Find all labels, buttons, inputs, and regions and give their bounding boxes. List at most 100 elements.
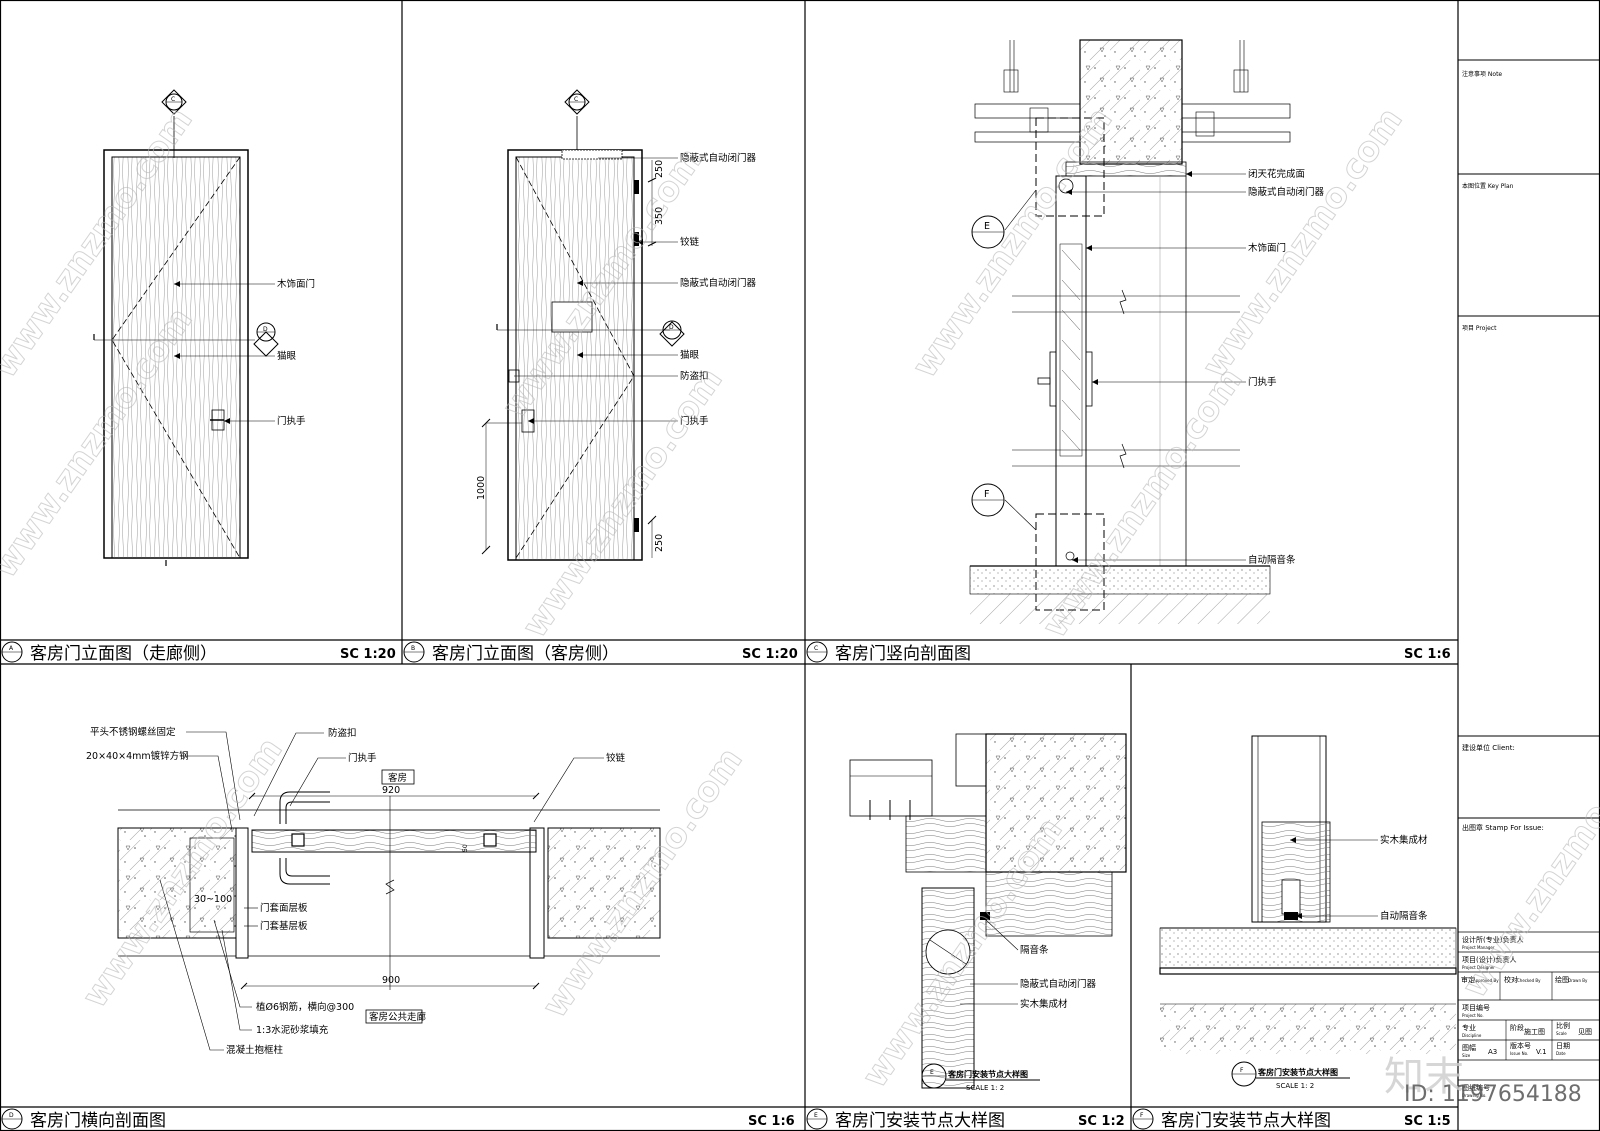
label-peephole: 猫眼 — [277, 350, 297, 362]
label-closer: 隐蔽式自动闭门器 — [1020, 978, 1097, 990]
label-door-guard: 防盗扣 — [680, 370, 709, 382]
detail-f-caption: F 客房门安装节点大样图 SCALE 1: 2 — [1231, 1061, 1350, 1090]
panel-c-vertical-section: E F 闭天花完成面 隐蔽式自动闭门器 木饰面门 门执手 自动隔音条 — [969, 39, 1325, 624]
tag-letter: F — [984, 489, 989, 500]
tag-letter: D — [669, 324, 674, 331]
dim-350: 350 — [654, 207, 665, 225]
label-steel-tube: 20×40×4mm镀锌方钢 — [86, 750, 189, 762]
panel-scale-f: SC 1:5 — [1404, 1114, 1451, 1129]
panel-scale-b: SC 1:20 — [742, 647, 798, 662]
corridor-tag: 客房公共走廊 — [365, 1009, 427, 1024]
panel-b-titlebar: B 客房门立面图（客房侧） SC 1:20 — [403, 641, 798, 664]
section-tag-c-b[interactable]: C — [564, 89, 590, 115]
tb-scale: 比例 — [1556, 1021, 1570, 1030]
tb-pm: 设计所(专业)负责人 — [1462, 935, 1523, 944]
label-frame-face: 门套面层板 — [260, 902, 308, 914]
tag-letter: C — [574, 96, 578, 103]
tb-date: 日期 — [1556, 1042, 1570, 1050]
panel-title-a: 客房门立面图（走廊侧） — [30, 644, 217, 664]
label-hinge: 铰链 — [606, 752, 626, 764]
panel-a-elevation: C D 木饰面门 猫眼 门执手 — [93, 89, 315, 566]
label-hinge: 铰链 — [680, 236, 700, 248]
label-closer-top: 隐蔽式自动闭门器 — [680, 152, 757, 164]
panel-letter: E — [814, 1112, 818, 1119]
panel-a-titlebar: A 客房门立面图（走廊侧） SC 1:20 — [1, 641, 396, 664]
tb-scale-val: 见图 — [1578, 1028, 1592, 1036]
dim-920: 920 — [382, 785, 400, 796]
tag-letter: C — [171, 96, 175, 103]
panel-letter: A — [9, 645, 14, 652]
svg-text:F: F — [1240, 1067, 1244, 1074]
tb-issue: 版本号 — [1510, 1041, 1531, 1050]
dim-250-top: 250 — [654, 160, 665, 178]
section-tag-c-a[interactable]: C — [161, 89, 187, 115]
tag-letter: E — [984, 221, 990, 232]
tb-size: 图幅 — [1462, 1043, 1476, 1052]
panel-e-titlebar: E 客房门安装节点大样图 SC 1:2 — [806, 1108, 1125, 1131]
label-solid-wood: 实木集成材 — [1380, 834, 1428, 846]
dim-900: 900 — [382, 975, 400, 986]
tb-size-val: A3 — [1488, 1048, 1497, 1056]
tb-date-en: Date — [1556, 1051, 1566, 1056]
tb-project: 项目 Project — [1462, 325, 1497, 332]
label-peephole: 猫眼 — [680, 349, 700, 361]
panel-title-b: 客房门立面图（客房侧） — [432, 644, 619, 664]
svg-text:SCALE 1: 2: SCALE 1: 2 — [1276, 1082, 1314, 1090]
label-handle: 门执手 — [680, 415, 709, 427]
panel-title-d: 客房门横向剖面图 — [30, 1111, 166, 1131]
tb-discipline-en: Discipline — [1462, 1033, 1482, 1038]
dim-50: 50 — [462, 844, 469, 852]
tb-note: 注意事项 Note — [1462, 70, 1502, 78]
label-seal: 自动隔音条 — [1380, 910, 1428, 922]
panel-title-e: 客房门安装节点大样图 — [835, 1111, 1005, 1131]
tb-checked-en: Checked By — [1517, 978, 1541, 983]
panel-letter: B — [411, 645, 415, 652]
label-door-guard: 防盗扣 — [328, 727, 357, 739]
tb-approved: 审定 — [1461, 975, 1475, 984]
tb-designer-en: Project Designer — [1462, 965, 1495, 970]
detail-tag-f[interactable]: F — [971, 483, 1005, 517]
section-tag-d-a[interactable]: D — [253, 322, 279, 357]
label-solid-wood: 实木集成材 — [1020, 998, 1068, 1010]
panel-c-titlebar: C 客房门竖向剖面图 SC 1:6 — [806, 641, 1451, 664]
tb-checked: 校对 — [1504, 975, 1518, 984]
tb-project-no-en: Project No. — [1462, 1013, 1484, 1018]
tb-discipline: 专业 — [1462, 1023, 1476, 1032]
panel-scale-d: SC 1:6 — [748, 1114, 795, 1129]
tb-key-plan: 本图位置 Key Plan — [1462, 182, 1514, 190]
label-closer: 隐蔽式自动闭门器 — [1248, 186, 1325, 198]
panel-f-titlebar: F 客房门安装节点大样图 SC 1:5 — [1132, 1108, 1451, 1131]
panel-title-c: 客房门竖向剖面图 — [835, 644, 971, 664]
panel-d-horizontal-section: 920 900 50 30~100 客房 客房公共走廊 平头不锈钢螺丝固定 20… — [86, 726, 661, 1056]
section-tag-d-b[interactable]: D — [659, 320, 685, 347]
tb-drawing-no: 图纸编号 — [1462, 1083, 1490, 1092]
label-handle: 门执手 — [348, 752, 377, 764]
tb-approved-en: Approved By — [1473, 978, 1499, 983]
tb-issue-val: V.1 — [1536, 1048, 1547, 1056]
svg-text:客房公共走廊: 客房公共走廊 — [369, 1011, 427, 1023]
panel-letter: C — [814, 645, 818, 652]
tb-phase-val: 施工图 — [1524, 1027, 1545, 1036]
detail-tag-e[interactable]: E — [971, 215, 1005, 249]
panel-e-detail: 隔音条 隐蔽式自动闭门器 实木集成材 E 客房门安装节点大样图 SCALE 1:… — [849, 733, 1127, 1092]
watermark-logo: 知末 — [1384, 1054, 1464, 1100]
label-closer-mid: 隐蔽式自动闭门器 — [680, 277, 757, 289]
tb-scale-en: Scale — [1556, 1031, 1567, 1036]
tag-letter: D — [263, 326, 268, 333]
svg-text:www.znzmo.com: www.znzmo.com — [75, 731, 291, 1016]
tb-size-en: Size — [1462, 1053, 1471, 1058]
label-ceiling-finish: 闭天花完成面 — [1248, 168, 1305, 180]
panel-b-elevation: 250 350 1000 250 C D 隐蔽式自动闭门器 铰链 — [476, 89, 757, 561]
svg-text:www.znzmo.com: www.znzmo.com — [1455, 721, 1600, 1006]
panel-letter: F — [1140, 1112, 1144, 1119]
label-seal: 自动隔音条 — [1248, 554, 1296, 566]
label-wood-door: 木饰面门 — [277, 278, 315, 290]
panel-scale-e: SC 1:2 — [1078, 1114, 1125, 1129]
label-seal-strip: 隔音条 — [1020, 944, 1049, 956]
label-column: 混凝土抱框柱 — [226, 1044, 284, 1056]
label-screws: 平头不锈钢螺丝固定 — [90, 726, 176, 738]
panel-scale-c: SC 1:6 — [1404, 647, 1451, 662]
tb-phase: 阶段 — [1510, 1023, 1524, 1032]
panel-d-titlebar: D 客房门横向剖面图 SC 1:6 — [1, 1108, 795, 1131]
tb-stamp: 出图章 Stamp For Issue: — [1462, 823, 1544, 832]
